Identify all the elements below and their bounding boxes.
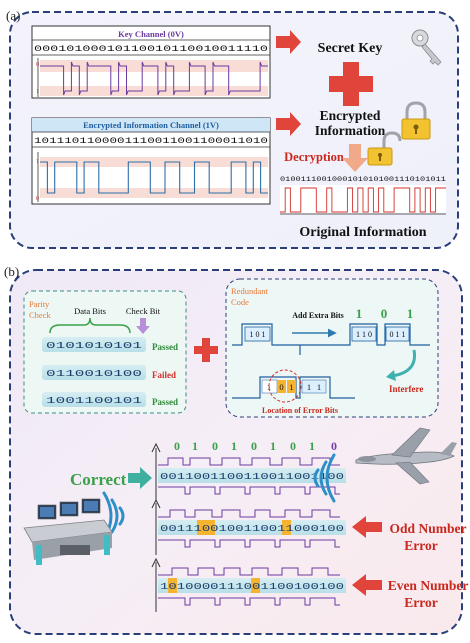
error-bit-1: 1 [267,382,271,392]
panel-b-label: (b) [4,264,19,279]
code-block-3 [385,326,410,342]
closed-lock-icon [401,101,431,140]
check-bit-arrow [136,318,150,334]
svg-text:0: 0 [212,439,218,453]
svg-text:1: 1 [309,439,315,453]
transmission-row-3: 1010000111001100100100 [160,581,344,592]
open-lock-icon [367,131,402,166]
redundant-digit-1: 1 [356,306,363,321]
redundant-waveform [232,323,430,355]
arrow-to-secret-key [276,30,301,54]
error-bit-4: 1 [307,382,311,392]
code-block-1 [244,326,271,342]
svg-text:0: 0 [251,439,257,453]
check-bit-label: Check Bit [126,306,161,316]
redundant-title-line2: Code [231,297,249,307]
transmission-row-1: 0011001100110011001100 [160,471,344,482]
wifi-signal-right-icon [313,453,336,503]
odd-error-line1: Odd Number [390,521,467,536]
data-bits-brace [49,317,131,334]
secret-key-label: Secret Key [318,41,383,56]
enc-axis-bottom: 0 [36,196,39,202]
svg-text:1001100101: 1001100101 [46,395,142,406]
transmission-row-2: 0011100100110011000100 [160,523,344,534]
parity-status-3: Passed [152,397,178,407]
enc-axis-top: 1 [36,159,39,165]
original-info-label: Original Information [299,225,426,240]
key-icon [411,29,442,66]
parity-status-2: Failed [152,370,176,380]
svg-text:0: 0 [331,439,337,453]
parity-title-line2: Check [29,310,51,320]
even-error-arrow [352,574,382,596]
key-channel-bits: 00010100010110010110010011110 [34,45,268,54]
error-bit-2: 0 [279,382,283,392]
parity-title-line1: Parity [29,299,50,309]
redundant-title-line1: Redundant [231,286,268,296]
svg-text:0 1 1: 0 1 1 [390,330,406,339]
arrow-to-encrypted-info [276,112,301,136]
row2-wave-top [158,509,340,518]
add-extra-bits-label: Add Extra Bits [292,311,344,320]
key-channel-waveform [40,61,268,96]
error-bit-5: 1 [317,382,321,392]
encrypted-info-line2: Information [315,123,386,138]
original-bits: 01001110010001010101001110101011 [280,176,446,183]
control-console-icon [23,498,113,565]
svg-text:1 1 0: 1 1 0 [356,330,372,339]
odd-error-arrow [352,516,382,538]
svg-text:1: 1 [270,439,276,453]
decryption-label: Decryption [284,150,344,164]
interfere-label: Interfere [389,384,423,394]
data-bits-label: Data Bits [74,306,106,316]
svg-text:0: 0 [174,439,180,453]
parity-row-3: 1001100101 Passed [42,392,178,407]
original-information-waveform [280,187,446,213]
row1-wave-top [158,457,340,466]
svg-text:0101010101: 0101010101 [46,340,142,351]
encrypted-info-line1: Encrypted [320,108,381,123]
encrypted-channel-bits: 1011101100001110011001100011010 [34,137,268,146]
plus-icon [329,62,373,106]
svg-text:1: 1 [192,439,198,453]
svg-text:1 0 1: 1 0 1 [250,330,266,339]
svg-text:1: 1 [231,439,237,453]
svg-text:0110010100: 0110010100 [46,368,142,379]
error-location-ring [268,369,302,403]
error-bit-3: 1 [289,382,293,392]
key-axis-top: 0 [36,62,39,68]
parity-status-1: Passed [152,342,178,352]
row1-wave-bottom [158,486,340,495]
location-error-label: Location of Error Bits [262,406,338,415]
interfere-arrow [391,349,417,378]
encrypted-channel-waveform [40,161,268,194]
parity-row-1: 0101010101 Passed [42,337,178,352]
redundant-digit-3: 1 [407,306,414,321]
row2-wave-bottom [158,539,340,548]
even-error-line2: Error [404,595,438,610]
key-axis-bottom: 1 [36,89,39,95]
correct-arrow [128,467,152,489]
key-channel-title: Key Channel (0V) [118,29,184,39]
code-block-2 [351,326,377,342]
row3-wave-top [158,567,340,576]
correct-label: Correct [70,470,127,489]
drone-icon [355,427,457,485]
redundant-digit-2: 0 [381,306,388,321]
decryption-arrow [342,144,368,172]
svg-text:0: 0 [290,439,296,453]
small-plus-icon [194,338,218,362]
encrypted-channel-title: Encrypted Information Channel (1V) [83,120,219,130]
odd-error-line2: Error [404,538,438,553]
redundant-code-box [225,278,439,418]
even-error-line1: Even Number [388,578,469,593]
panel-a-label: (a) [6,8,20,23]
row3-wave-bottom [158,597,340,606]
parity-row-2: 0110010100 Failed [42,365,176,380]
top-bit-digits: 0 1 0 1 0 1 0 1 0 [174,439,337,453]
error-waveform [232,376,355,399]
